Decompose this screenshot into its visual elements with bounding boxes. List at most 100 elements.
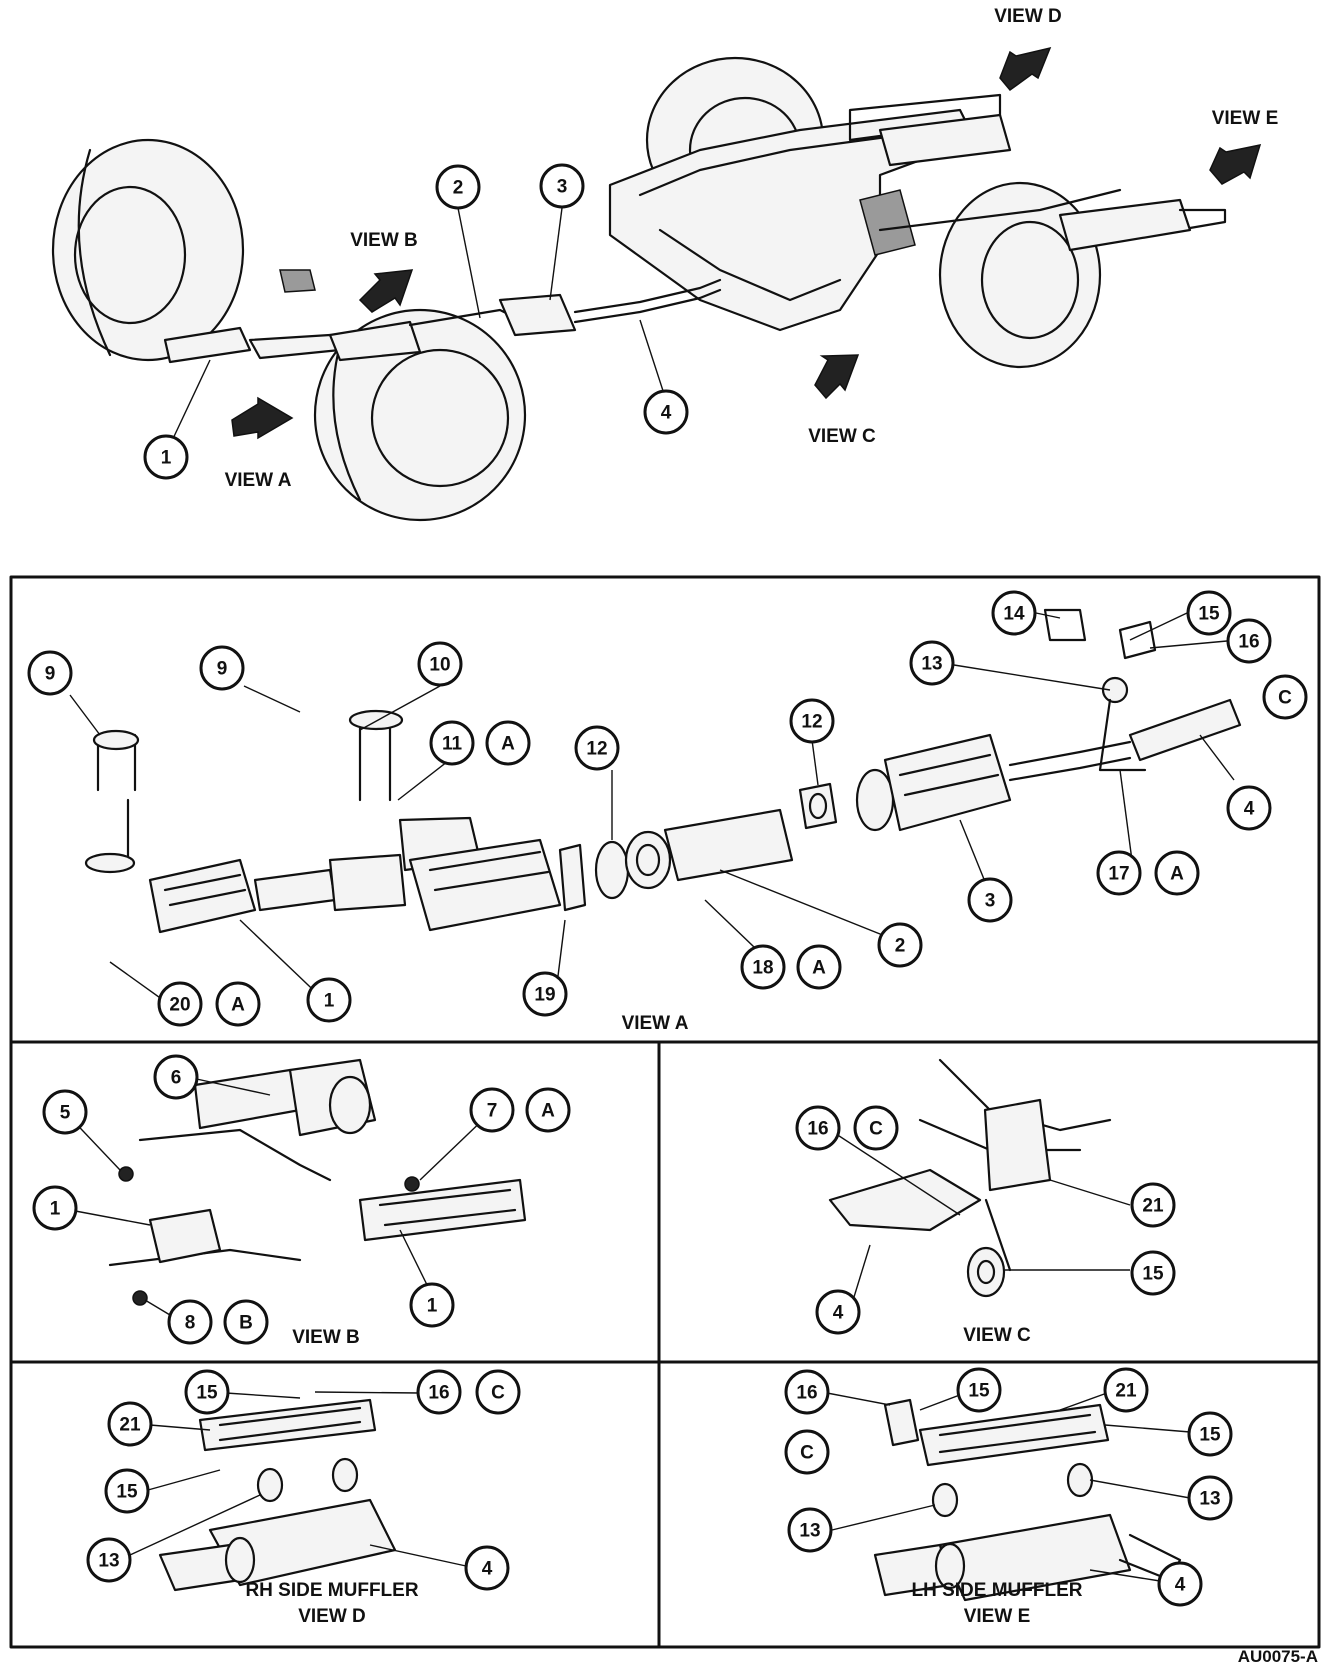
pipe-4 [1128, 698, 1242, 762]
svg-text:16: 16 [807, 1119, 828, 1140]
view-a-callout-10: 10 [417, 641, 463, 687]
figure-reference: AU0075-A [1238, 1647, 1318, 1664]
view-a-label: VIEW A [225, 470, 292, 491]
view-e-title-line2: VIEW E [964, 1606, 1031, 1627]
view-a-callout-17: 17 [1096, 850, 1142, 896]
svg-text:13: 13 [98, 1551, 119, 1572]
svg-text:C: C [491, 1383, 505, 1404]
view-a-callout-3: 3 [967, 877, 1013, 923]
view-d-callout-21: 21 [107, 1401, 153, 1447]
svg-text:12: 12 [801, 712, 822, 733]
view-a-title: VIEW A [622, 1013, 689, 1034]
svg-text:4: 4 [1244, 799, 1255, 820]
view-c-arrow [814, 354, 860, 400]
svg-text:8: 8 [185, 1313, 196, 1334]
view-b-callout-8-ref: B [223, 1299, 269, 1345]
view-b-callout-1a: 1 [32, 1185, 78, 1231]
view-b-panel: 5 6 7 A 1 1 8 B VIEW B [32, 1054, 571, 1348]
svg-text:15: 15 [1199, 1425, 1221, 1446]
view-a-callout-1: 1 [306, 977, 352, 1023]
view-e-panel: 16 15 21 C 15 13 13 4 LH SIDE MUFFLER VI… [784, 1367, 1233, 1627]
pipe-1-view-b [358, 1178, 527, 1242]
rear-right-tire [938, 181, 1102, 369]
svg-text:9: 9 [45, 664, 56, 685]
rh-muffler-overview [878, 113, 1012, 167]
svg-text:16: 16 [796, 1383, 817, 1404]
view-d-callout-15a: 15 [184, 1369, 230, 1415]
view-a-callout-17-ref: A [1154, 850, 1200, 896]
svg-text:4: 4 [661, 403, 672, 424]
svg-text:11: 11 [442, 734, 463, 755]
view-a-callout-12b: 12 [789, 698, 835, 744]
view-b-callout-8: 8 [167, 1299, 213, 1345]
view-b-callout-1b: 1 [409, 1282, 455, 1328]
svg-text:1: 1 [161, 448, 172, 469]
view-e-callout-15: 15 [956, 1367, 1002, 1413]
svg-text:13: 13 [1199, 1489, 1220, 1510]
overview-callout-1: 1 [143, 434, 189, 480]
overview-callout-4: 4 [643, 389, 689, 435]
frame-21-lh [918, 1403, 1110, 1467]
view-a-callout-16: 16 [1226, 618, 1272, 664]
svg-text:A: A [231, 995, 245, 1016]
front-left-tire [51, 138, 245, 362]
view-a-callout-20: 20 [157, 981, 203, 1027]
svg-text:15: 15 [196, 1383, 218, 1404]
catalytic-converter-1 [148, 858, 257, 934]
view-d-arrow [999, 46, 1052, 92]
view-a-callout-11-ref: A [485, 720, 531, 766]
view-d-callout-4: 4 [464, 1545, 510, 1591]
exhaust-pipe-2 [663, 808, 794, 882]
view-e-callout-21: 21 [1103, 1367, 1149, 1413]
svg-text:4: 4 [482, 1559, 493, 1580]
view-a-callout-19: 19 [522, 971, 568, 1017]
svg-text:16: 16 [428, 1383, 449, 1404]
svg-text:20: 20 [169, 995, 190, 1016]
view-d-callout-C: C [475, 1369, 521, 1415]
svg-text:7: 7 [487, 1101, 498, 1122]
view-c-callout-4: 4 [815, 1289, 861, 1335]
svg-text:2: 2 [895, 936, 906, 957]
svg-text:1: 1 [50, 1199, 61, 1220]
catalytic-converter-2 [408, 838, 562, 932]
svg-text:15: 15 [1198, 604, 1220, 625]
svg-text:A: A [812, 958, 826, 979]
panel-frames [9, 575, 1321, 1649]
svg-text:21: 21 [119, 1415, 141, 1436]
svg-text:18: 18 [752, 958, 773, 979]
overview-callout-2: 2 [435, 164, 481, 210]
view-d-title-line2: VIEW D [298, 1606, 366, 1627]
view-e-callout-13b: 13 [787, 1507, 833, 1553]
svg-text:3: 3 [985, 891, 996, 912]
svg-text:C: C [869, 1119, 883, 1140]
svg-text:3: 3 [557, 177, 568, 198]
exhaust-pipe-run [163, 269, 722, 364]
view-a-callout-9b: 9 [199, 645, 245, 691]
view-c-callout-C: C [853, 1105, 899, 1151]
svg-text:15: 15 [968, 1381, 990, 1402]
view-e-callout-4: 4 [1157, 1561, 1203, 1607]
view-b-label: VIEW B [350, 230, 418, 251]
view-d-panel: 15 16 C 21 15 13 4 RH SIDE MUFFLER VIEW … [86, 1369, 521, 1627]
svg-text:19: 19 [534, 985, 555, 1006]
pipe-4-view-c [828, 1168, 982, 1232]
view-e-callout-16: 16 [784, 1369, 830, 1415]
overview-section: VIEW A VIEW B VIEW C VIEW D VIEW E 1 2 3… [51, 6, 1278, 522]
view-a-callout-20-ref: A [215, 981, 261, 1027]
converter-3 [883, 733, 1012, 832]
view-b-arrow [358, 269, 414, 313]
view-e-callout-C: C [784, 1429, 830, 1475]
lh-muffler-overview [1058, 198, 1192, 252]
view-a-callout-13: 13 [909, 640, 955, 686]
view-a-panel: 9 9 10 11 A 12 12 13 14 15 16 C 4 17 A 3… [27, 590, 1308, 1034]
view-d-callout-13: 13 [86, 1537, 132, 1583]
view-a-callout-18-ref: A [796, 944, 842, 990]
view-a-callout-4: 4 [1226, 785, 1272, 831]
view-c-panel: 16 C 21 15 4 VIEW C [795, 1058, 1176, 1346]
view-c-callout-21: 21 [1130, 1182, 1176, 1228]
view-d-title-line1: RH SIDE MUFFLER [245, 1580, 418, 1601]
view-b-callout-6: 6 [153, 1054, 199, 1100]
svg-text:4: 4 [833, 1303, 844, 1324]
